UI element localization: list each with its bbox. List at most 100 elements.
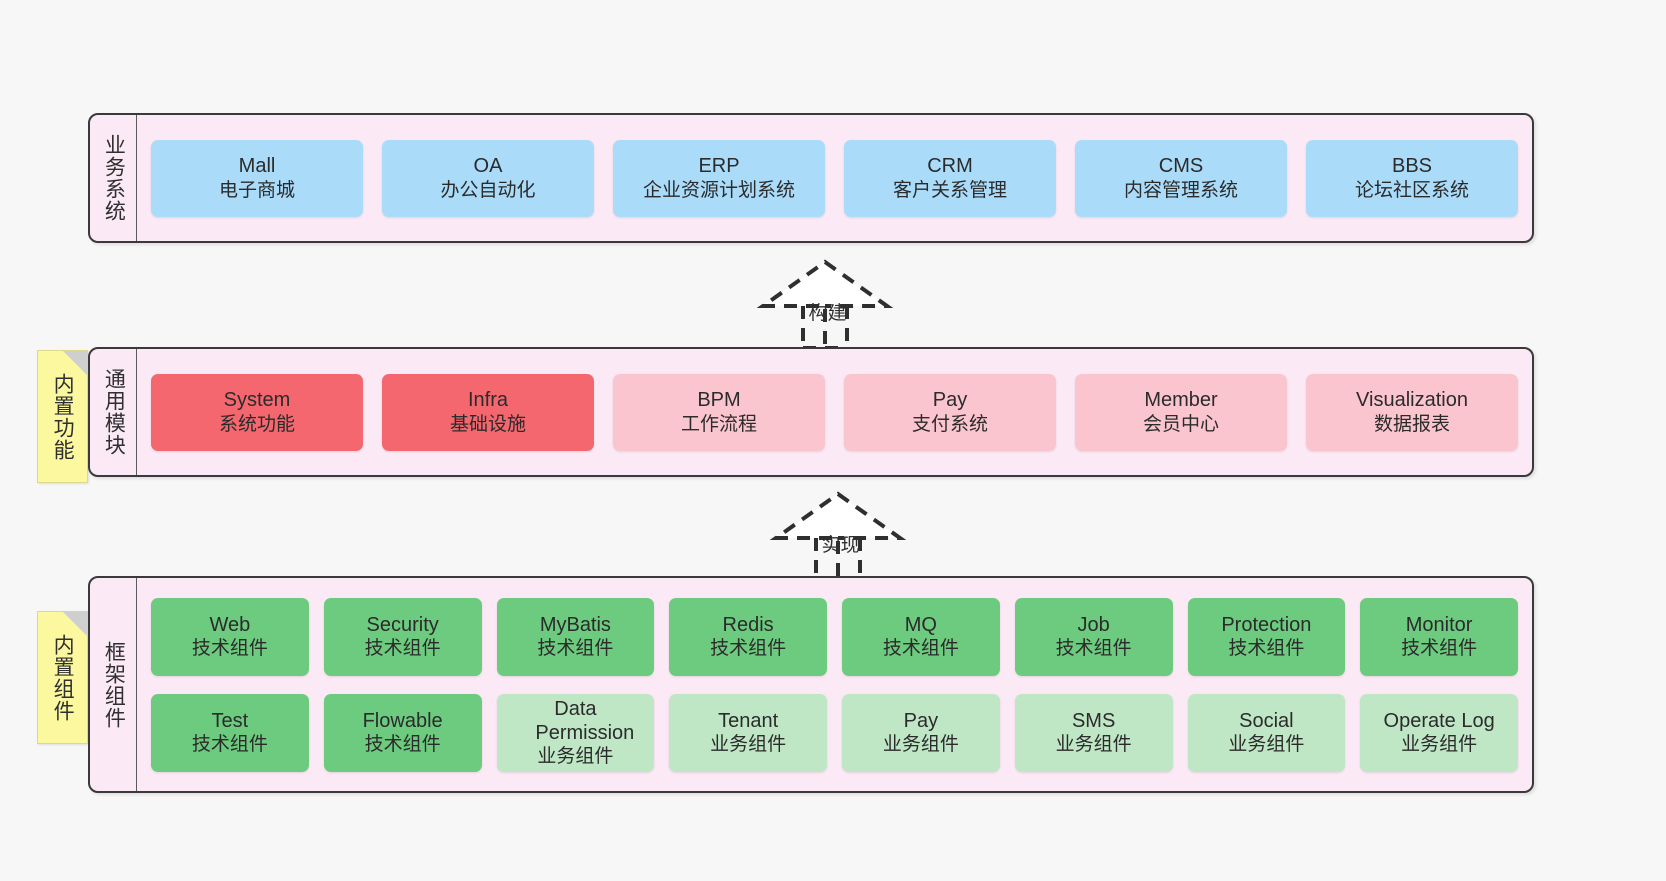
node-subtitle: 业务组件 (882, 734, 959, 756)
node-system[interactable]: System 系统功能 (151, 373, 363, 451)
node-mall[interactable]: Mall 电子商城 (151, 139, 363, 217)
node-tenant[interactable]: Tenant 业务组件 (669, 693, 827, 772)
node-row: System 系统功能 Infra 基础设施 BPM 工作流程 Pay 支付系统… (151, 373, 1518, 451)
node-test[interactable]: Test 技术组件 (151, 693, 309, 772)
layer-business-system[interactable]: 业务系统 Mall 电子商城 OA 办公自动化 ERP 企业资源计划系统 CRM (88, 113, 1534, 243)
node-subtitle: 基础设施 (449, 413, 526, 435)
sticky-note-builtin-function[interactable]: 内置功能 (37, 350, 88, 483)
node-title: Protection (1221, 613, 1312, 636)
node-subtitle: 客户关系管理 (892, 179, 1007, 201)
node-title: BBS (1391, 155, 1433, 178)
node-row: Mall 电子商城 OA 办公自动化 ERP 企业资源计划系统 CRM 客户关系… (151, 139, 1518, 217)
node-row: Web 技术组件 Security 技术组件 MyBatis 技术组件 Redi… (151, 597, 1518, 676)
node-title: Mall (238, 155, 276, 178)
node-title: Pay (903, 709, 939, 732)
node-infra[interactable]: Infra 基础设施 (382, 373, 594, 451)
node-bpm[interactable]: BPM 工作流程 (613, 373, 825, 451)
node-subtitle: 工作流程 (680, 413, 757, 435)
node-subtitle: 技术组件 (710, 638, 787, 660)
node-subtitle: 技术组件 (364, 638, 441, 660)
node-title: BPM (697, 389, 741, 412)
layer-body-business-system: Mall 电子商城 OA 办公自动化 ERP 企业资源计划系统 CRM 客户关系… (137, 115, 1532, 241)
node-subtitle: 论坛社区系统 (1354, 179, 1469, 201)
layer-title-framework-component: 框架组件 (90, 578, 137, 791)
node-title: Visualization (1356, 389, 1468, 412)
node-bbs[interactable]: BBS 论坛社区系统 (1306, 139, 1518, 217)
node-title: Member (1144, 389, 1218, 412)
node-subtitle: 技术组件 (537, 638, 614, 660)
layer-title-business-system: 业务系统 (90, 115, 137, 241)
layer-body-common-module: System 系统功能 Infra 基础设施 BPM 工作流程 Pay 支付系统… (137, 349, 1532, 475)
node-mq[interactable]: MQ 技术组件 (842, 597, 1000, 676)
node-title: Tenant (718, 709, 779, 732)
node-title: Infra (467, 389, 509, 412)
node-pay-business[interactable]: Pay 业务组件 (842, 693, 1000, 772)
node-job[interactable]: Job 技术组件 (1014, 597, 1173, 676)
node-security[interactable]: Security 技术组件 (323, 597, 482, 676)
node-title: ERP (698, 155, 740, 178)
layer-title-common-module: 通用模块 (90, 349, 137, 475)
node-flowable[interactable]: Flowable 技术组件 (323, 693, 482, 772)
build-arrow-label: 构建 (808, 303, 847, 324)
node-title: MyBatis (539, 613, 611, 636)
node-social[interactable]: Social 业务组件 (1187, 693, 1346, 772)
node-redis[interactable]: Redis 技术组件 (669, 597, 827, 676)
node-title: SMS (1071, 709, 1116, 732)
sticky-note-text: 内置组件 (51, 633, 75, 722)
node-subtitle: 业务组件 (710, 734, 787, 756)
layer-framework-component[interactable]: 框架组件 Web 技术组件 Security 技术组件 MyBatis 技术组件… (88, 576, 1534, 793)
node-subtitle: 内容管理系统 (1123, 179, 1238, 201)
node-title: OA (473, 155, 503, 178)
node-title: System (223, 389, 291, 412)
node-title: CMS (1158, 155, 1204, 178)
node-subtitle: 业务组件 (537, 746, 614, 768)
node-title: Data Permission (535, 697, 635, 744)
node-subtitle: 业务组件 (1055, 734, 1132, 756)
node-title: Security (366, 613, 439, 636)
node-subtitle: 数据报表 (1373, 413, 1450, 435)
node-cms[interactable]: CMS 内容管理系统 (1075, 139, 1287, 217)
node-title: Web (209, 613, 251, 636)
node-subtitle: 业务组件 (1228, 734, 1305, 756)
node-subtitle: 技术组件 (1228, 638, 1305, 660)
node-subtitle: 技术组件 (1401, 638, 1478, 660)
node-title: Test (211, 709, 249, 732)
node-row: Test 技术组件 Flowable 技术组件 Data Permission … (151, 693, 1518, 772)
layer-body-framework-component: Web 技术组件 Security 技术组件 MyBatis 技术组件 Redi… (137, 578, 1532, 791)
node-title: Monitor (1405, 613, 1473, 636)
node-subtitle: 系统功能 (218, 413, 295, 435)
node-erp[interactable]: ERP 企业资源计划系统 (613, 139, 825, 217)
node-operate-log[interactable]: Operate Log 业务组件 (1360, 693, 1518, 772)
node-title: Redis (722, 613, 774, 636)
node-oa[interactable]: OA 办公自动化 (382, 139, 594, 217)
node-title: Social (1239, 709, 1294, 732)
node-subtitle: 企业资源计划系统 (642, 179, 795, 201)
node-sms[interactable]: SMS 业务组件 (1014, 693, 1173, 772)
layer-common-module[interactable]: 通用模块 System 系统功能 Infra 基础设施 BPM 工作流程 Pay (88, 347, 1534, 477)
node-subtitle: 办公自动化 (440, 179, 536, 201)
node-title: CRM (927, 155, 973, 178)
node-member[interactable]: Member 会员中心 (1075, 373, 1287, 451)
node-monitor[interactable]: Monitor 技术组件 (1360, 597, 1518, 676)
node-pay[interactable]: Pay 支付系统 (844, 373, 1056, 451)
node-crm[interactable]: CRM 客户关系管理 (844, 139, 1056, 217)
implement-arrow-label: 实现 (821, 535, 860, 556)
node-web[interactable]: Web 技术组件 (151, 597, 309, 676)
node-visualization[interactable]: Visualization 数据报表 (1306, 373, 1518, 451)
sticky-note-text: 内置功能 (51, 372, 75, 461)
node-title: Flowable (362, 709, 443, 732)
node-subtitle: 支付系统 (911, 413, 988, 435)
node-title: MQ (904, 613, 937, 636)
folded-corner-icon (63, 351, 87, 375)
node-data-permission[interactable]: Data Permission 业务组件 (496, 693, 655, 772)
build-arrow: 构建 (755, 258, 905, 350)
node-mybatis[interactable]: MyBatis 技术组件 (496, 597, 655, 676)
node-subtitle: 技术组件 (364, 734, 441, 756)
sticky-note-builtin-component[interactable]: 内置组件 (37, 611, 88, 744)
node-protection[interactable]: Protection 技术组件 (1187, 597, 1346, 676)
node-subtitle: 技术组件 (191, 734, 268, 756)
node-title: Pay (932, 389, 968, 412)
node-subtitle: 技术组件 (191, 638, 268, 660)
implement-arrow: 实现 (768, 490, 918, 582)
